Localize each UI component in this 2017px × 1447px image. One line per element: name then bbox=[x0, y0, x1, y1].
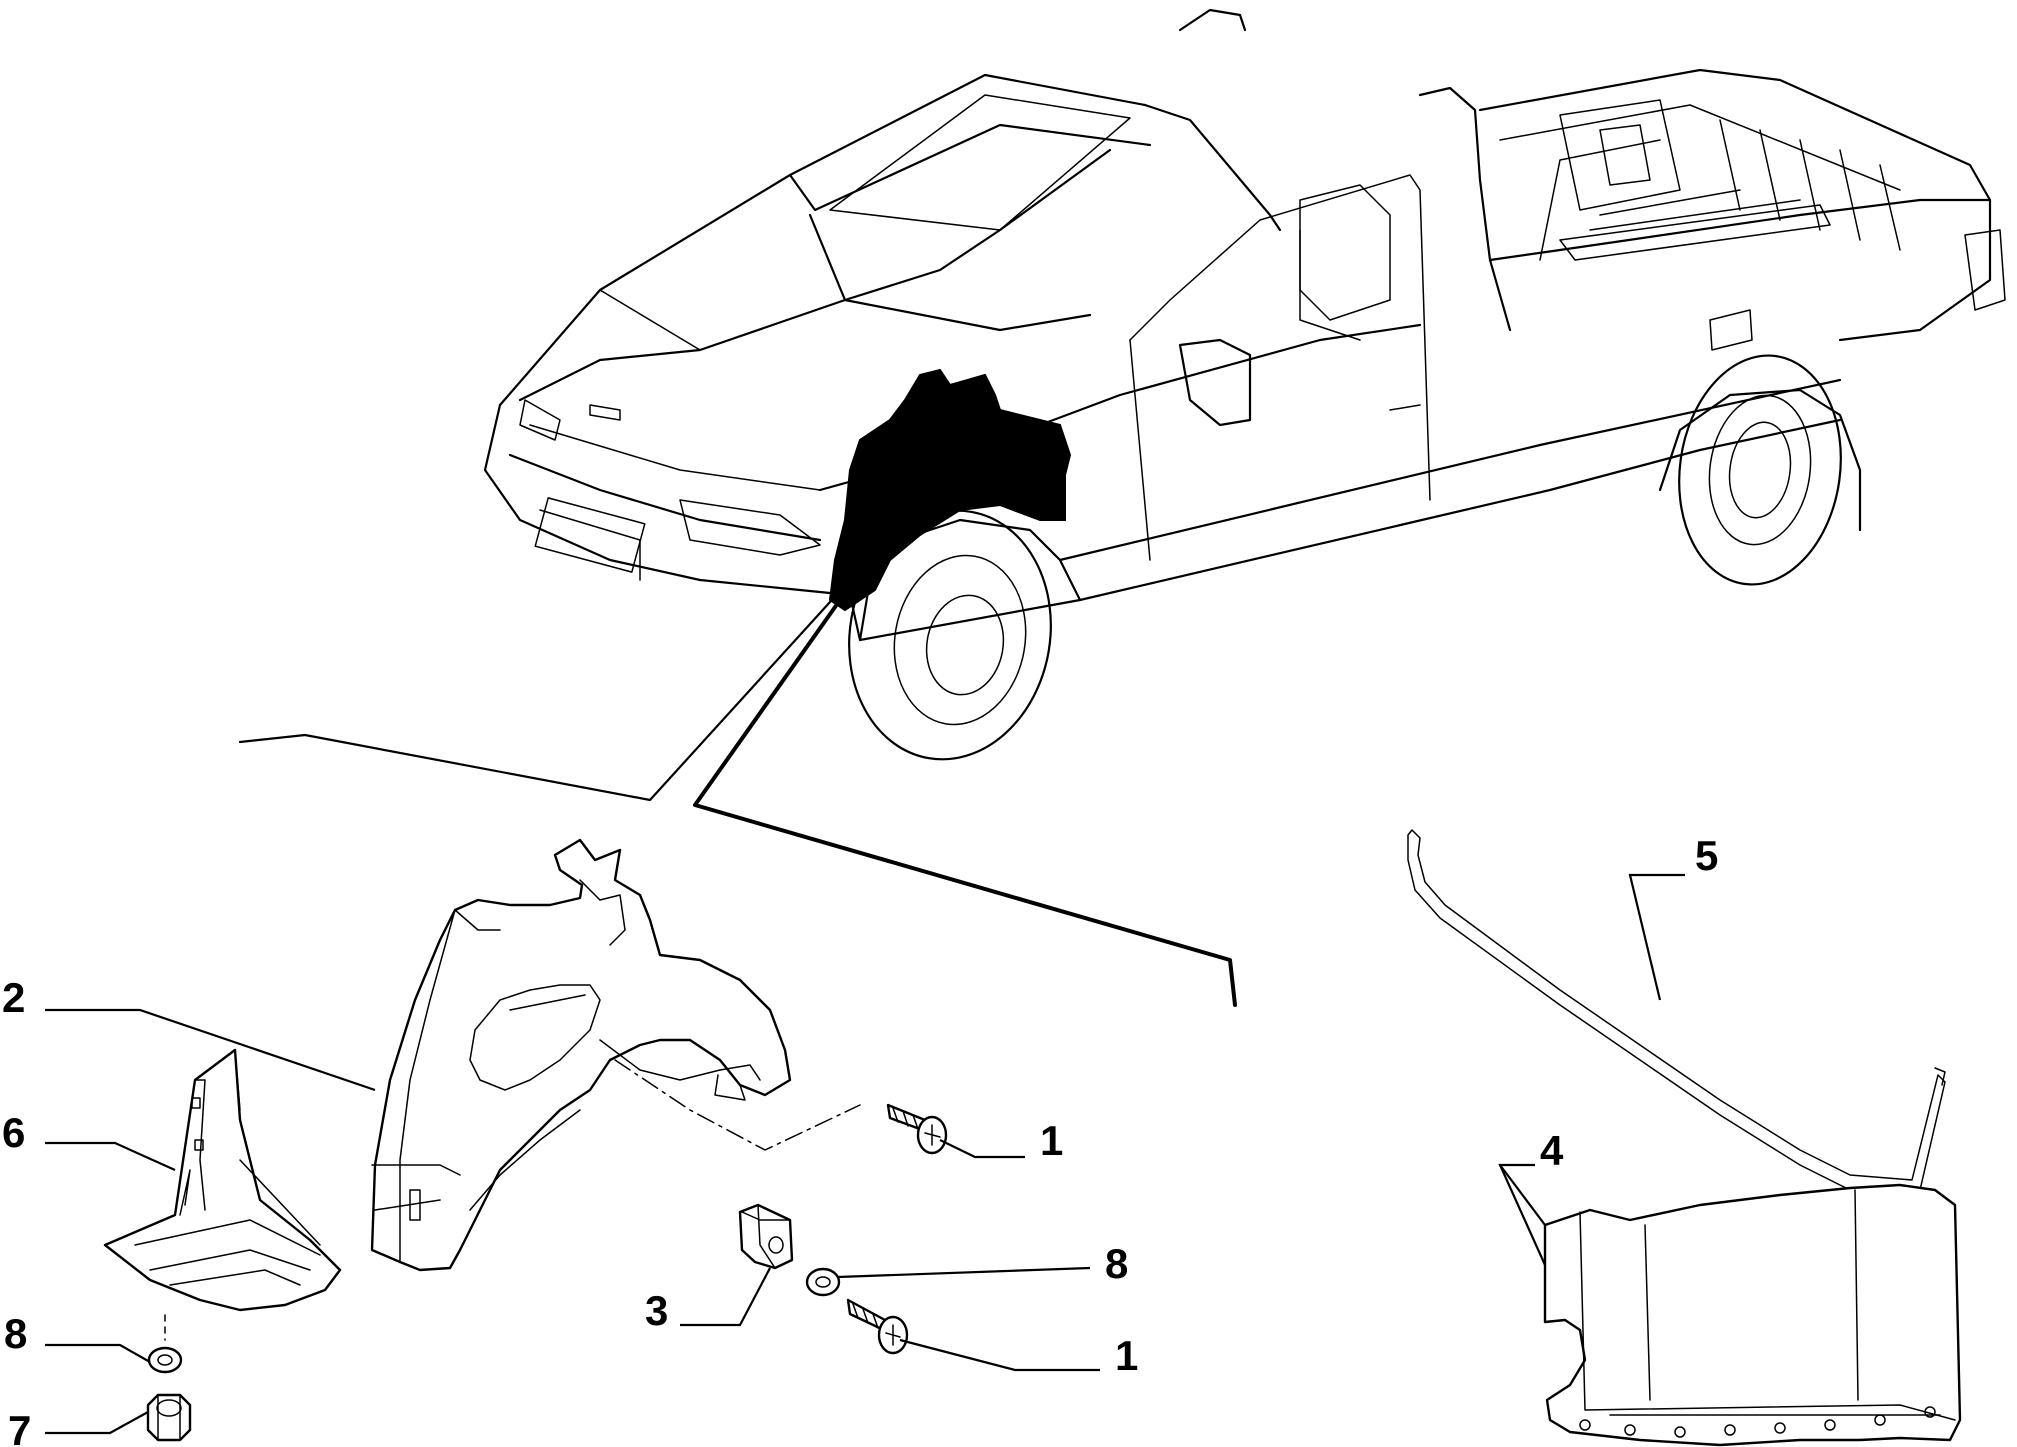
callout-4: 4 bbox=[1540, 1127, 1564, 1174]
screw-icon bbox=[846, 1298, 909, 1355]
callout-1-lower: 1 bbox=[1115, 1332, 1138, 1379]
callout-5: 5 bbox=[1695, 832, 1718, 879]
splash-guard-icon bbox=[103, 1048, 342, 1312]
callout-6: 6 bbox=[2, 1109, 25, 1156]
heat-shield-icon bbox=[1543, 1183, 1962, 1447]
callout-7: 7 bbox=[8, 1407, 31, 1447]
car-pickup-icon bbox=[483, 8, 2006, 761]
wheel-arch-liner-icon bbox=[370, 838, 792, 1272]
callout-3: 2 bbox=[2, 974, 25, 1021]
rod-icon bbox=[1407, 829, 1946, 1191]
washer-icon bbox=[147, 1346, 183, 1374]
clip-nut-icon bbox=[738, 1203, 794, 1270]
explode-pointer-lines bbox=[238, 598, 1237, 1007]
callout-8-right: 8 bbox=[1105, 1240, 1128, 1287]
nut-icon bbox=[146, 1393, 192, 1442]
callout-1-upper: 1 bbox=[1040, 1117, 1063, 1164]
washer-icon bbox=[805, 1267, 841, 1297]
callout-2: 3 bbox=[645, 1287, 668, 1334]
leader-lines bbox=[45, 873, 1685, 1435]
callout-8-left: 8 bbox=[4, 1310, 27, 1357]
screw-icon bbox=[886, 1103, 948, 1155]
